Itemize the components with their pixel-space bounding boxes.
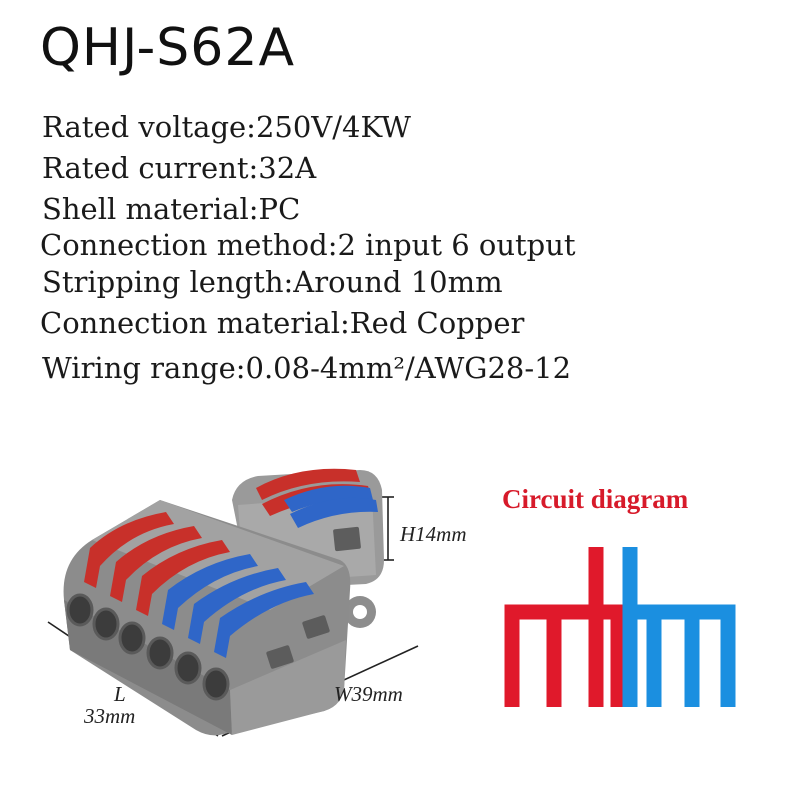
circuit-diagram-title: Circuit diagram (502, 484, 689, 514)
spec-rated-voltage: Rated voltage:250V/4KW (42, 110, 411, 144)
length-symbol-label: L (114, 682, 126, 706)
spec-wiring-range: Wiring range:0.08-4mm²/AWG28-12 (42, 351, 572, 385)
wire-hole (146, 636, 174, 670)
circuit-diagram (504, 547, 736, 707)
wire-hole (174, 651, 202, 685)
input-lever-blue (284, 485, 373, 512)
input-lever-red (256, 468, 360, 500)
model-title: QHJ-S62A (40, 18, 296, 78)
output-lever-red (136, 540, 230, 616)
output-lever-blue (188, 568, 286, 644)
output-lever-red (84, 512, 174, 588)
spec-stripping-length: Stripping length:Around 10mm (42, 265, 503, 299)
height-label: H14mm (400, 522, 467, 546)
spec-rated-current: Rated current:32A (42, 151, 317, 185)
wire-holes (66, 593, 230, 701)
circuit-input-lines (504, 547, 626, 707)
wire-hole (92, 607, 120, 641)
wire-hole (202, 667, 230, 701)
mounting-tab (344, 596, 376, 628)
wire-hole (118, 621, 146, 655)
width-label: W39mm (334, 682, 403, 706)
wire-hole (66, 593, 94, 627)
spec-connection-method: Connection method:2 input 6 output (40, 228, 576, 262)
output-block (63, 500, 351, 736)
spec-connection-material: Connection material:Red Copper (40, 306, 525, 340)
spec-shell-material: Shell material:PC (42, 192, 301, 226)
output-lever-blue (162, 554, 258, 630)
length-value-label: 33mm (84, 704, 136, 728)
output-lever-blue (214, 582, 314, 658)
output-lever-red (110, 526, 202, 602)
circuit-output-lines (622, 547, 736, 707)
